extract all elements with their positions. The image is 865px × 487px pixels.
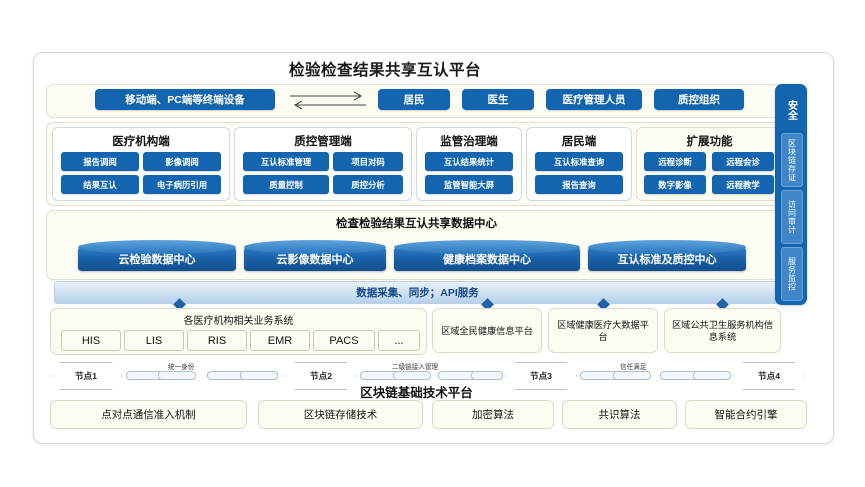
blockchain-node-1[interactable]: 节点1	[50, 362, 122, 390]
double-arrow-icon	[288, 90, 368, 110]
chain-link-icon	[613, 371, 651, 380]
blockchain-tech-encryption[interactable]: 加密算法	[432, 400, 554, 429]
data-store-label: 健康档案数据中心	[443, 254, 531, 266]
blockchain-tech-p2p[interactable]: 点对点通信准入机制	[50, 400, 247, 429]
data-store-label: 互认标准及质控中心	[617, 254, 717, 266]
api-service-band: 数据采集、同步；API服务	[54, 281, 781, 304]
blockchain-platform-title: 区块链基础技术平台	[360, 386, 473, 400]
blockchain-tech-storage[interactable]: 区块链存储技术	[258, 400, 423, 429]
module-item-remote-consultation[interactable]: 远程会诊	[712, 152, 774, 171]
data-store-label: 云检验数据中心	[118, 254, 196, 266]
blockchain-node-2[interactable]: 节点2	[285, 362, 357, 390]
blockchain-node-4[interactable]: 节点4	[733, 362, 805, 390]
module-card-extensions: 扩展功能 远程诊断 远程会诊 数字影像 远程教学	[636, 127, 783, 201]
module-card-medical-institution: 医疗机构端 报告调阅 影像调阅 结果互认 电子病历引用	[52, 127, 230, 201]
data-store-standard-qc[interactable]: 互认标准及质控中心	[588, 240, 746, 271]
data-store-label: 云影像数据中心	[276, 254, 354, 266]
chain-link-icon	[158, 371, 196, 380]
business-systems-title: 各医疗机构相关业务系统	[183, 316, 294, 327]
platform-card-health-info[interactable]: 区域全民健康信息平台	[432, 308, 542, 353]
security-item-service-monitor[interactable]: 服务监控	[781, 247, 803, 301]
chain-link-icon	[471, 371, 503, 380]
blockchain-tech-consensus[interactable]: 共识算法	[562, 400, 677, 429]
security-item-access-audit[interactable]: 访问审计	[781, 190, 803, 244]
module-item-report-query[interactable]: 报告查询	[535, 175, 623, 194]
chain-link-icon	[240, 371, 278, 380]
security-item-blockchain-evidence[interactable]: 区块链存证	[781, 133, 803, 187]
system-chip-pacs[interactable]: PACS	[313, 330, 375, 351]
module-title: 居民端	[561, 136, 597, 148]
business-systems-card: 各医疗机构相关业务系统 HIS LIS RIS EMR PACS ...	[50, 308, 427, 355]
module-item-remote-teaching[interactable]: 远程教学	[712, 175, 774, 194]
module-item-image-view[interactable]: 影像调阅	[143, 152, 221, 171]
role-button-doctor[interactable]: 医生	[462, 89, 534, 110]
module-item-standard-query[interactable]: 互认标准查询	[535, 152, 623, 171]
module-title: 扩展功能	[686, 136, 733, 148]
system-chip-more[interactable]: ...	[378, 330, 420, 351]
system-chip-ris[interactable]: RIS	[187, 330, 247, 351]
chain-link-icon	[393, 371, 431, 380]
module-item-digital-imaging[interactable]: 数字影像	[644, 175, 706, 194]
module-title: 监管治理端	[440, 136, 498, 148]
module-item-result-mutual[interactable]: 结果互认	[61, 175, 139, 194]
data-store-cloud-lab[interactable]: 云检验数据中心	[78, 240, 236, 271]
module-title: 医疗机构端	[112, 136, 170, 148]
role-button-resident[interactable]: 居民	[378, 89, 450, 110]
role-button-admin[interactable]: 医疗管理人员	[546, 89, 642, 110]
module-item-qc-analysis[interactable]: 质控分析	[333, 175, 403, 194]
chain-label-trust: 信任满足	[620, 364, 647, 371]
data-store-health-record[interactable]: 健康档案数据中心	[394, 240, 580, 271]
system-chip-lis[interactable]: LIS	[124, 330, 184, 351]
module-item-quality-control[interactable]: 质量控制	[243, 175, 329, 194]
module-item-supervision-dashboard[interactable]: 监管智能大屏	[425, 175, 513, 194]
chain-label-subchain-access: 二级链接入管理	[392, 364, 439, 371]
module-item-report-view[interactable]: 报告调阅	[61, 152, 139, 171]
module-title: 质控管理端	[294, 136, 352, 148]
page-title: 检验检查结果共享互认平台	[288, 62, 481, 79]
module-card-quality-control: 质控管理端 互认标准管理 项目对码 质量控制 质控分析	[234, 127, 412, 201]
data-center-title: 检查检验结果互认共享数据中心	[336, 218, 497, 230]
module-card-resident: 居民端 互认标准查询 报告查询	[526, 127, 632, 201]
platform-card-public-health[interactable]: 区域公共卫生服务机构信息系统	[664, 308, 781, 353]
blockchain-tech-smart-contract[interactable]: 智能合约引擎	[685, 400, 807, 429]
module-item-item-mapping[interactable]: 项目对码	[333, 152, 403, 171]
chain-label-identity: 统一身份	[168, 364, 195, 371]
system-chip-his[interactable]: HIS	[61, 330, 121, 351]
module-item-remote-diagnosis[interactable]: 远程诊断	[644, 152, 706, 171]
module-item-standard-mgmt[interactable]: 互认标准管理	[243, 152, 329, 171]
role-button-qc-org[interactable]: 质控组织	[654, 89, 744, 110]
blockchain-node-3[interactable]: 节点3	[505, 362, 577, 390]
module-card-supervision: 监管治理端 互认结果统计 监管智能大屏	[416, 127, 522, 201]
terminal-device-button[interactable]: 移动端、PC端等终端设备	[95, 89, 275, 110]
data-store-cloud-imaging[interactable]: 云影像数据中心	[244, 240, 386, 271]
system-chip-emr[interactable]: EMR	[250, 330, 310, 351]
module-item-result-statistics[interactable]: 互认结果统计	[425, 152, 513, 171]
chain-link-icon	[693, 371, 731, 380]
security-sidebar-title: 安全	[785, 100, 797, 120]
module-item-emr-reference[interactable]: 电子病历引用	[143, 175, 221, 194]
platform-card-bigdata[interactable]: 区域健康医疗大数据平台	[548, 308, 658, 353]
